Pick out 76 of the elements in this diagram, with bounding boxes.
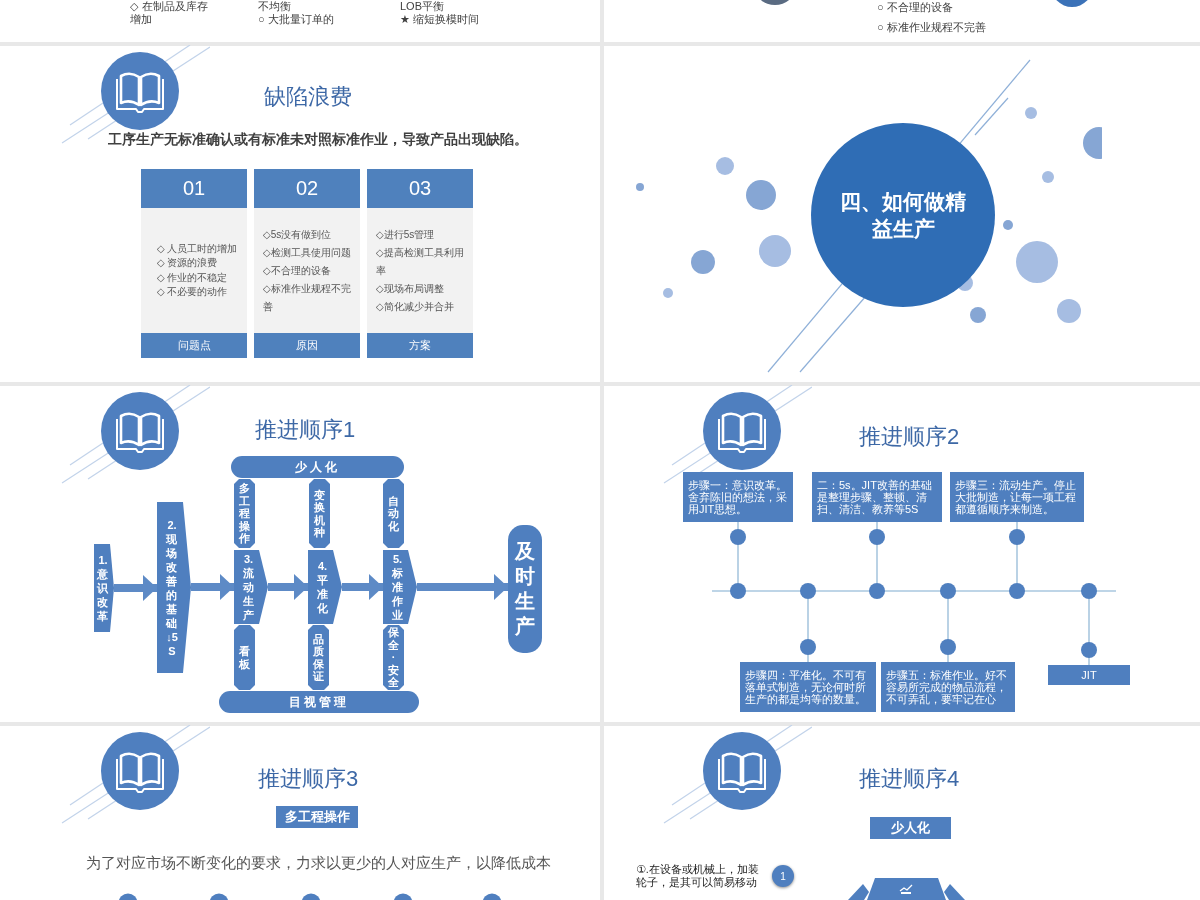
slide-panel — [604, 726, 1200, 900]
list-item: ◇标准作业规程不完善 — [263, 281, 352, 314]
list-item: ◇5s没有做到位 — [263, 227, 333, 242]
slide-panel — [604, 386, 1200, 722]
card-header: 03 — [367, 169, 473, 208]
body-text: ○ 不合理的设备 — [877, 1, 953, 14]
step-card: 步骤四：平准化。不可有落单式制造，无论何时所生产的都是均等的数量。 — [740, 662, 876, 712]
section-tag: 少人化 — [870, 817, 951, 839]
subtitle-text: 工序生产无标准确认或有标准未对照标准作业，导致产品出现缺陷。 — [108, 131, 528, 149]
list-item: ◇检测工具使用问题 — [263, 245, 352, 260]
arrow-shape: 4.平准化 — [308, 550, 342, 624]
step-card: 二：5s。JIT改善的基础是整理步骤、整顿、清扫、清洁、教养等5S — [812, 472, 942, 522]
list-item: ◇现场布局调整 — [376, 281, 445, 296]
connector-line — [940, 598, 956, 663]
arrow — [114, 575, 157, 601]
slide-title: 缺陷浪费 — [264, 83, 352, 111]
step-card: 步骤三：流动生产。停止大批制造，让每一项工程都遵循顺序来制造。 — [950, 472, 1084, 522]
step-card: 步骤五：标准作业。好不容易所完成的物品流程，不可弄乱，要牢记在心 — [881, 662, 1015, 712]
card-header: 02 — [254, 169, 360, 208]
banner-bar: 目视管理 — [219, 691, 419, 713]
body-text: ○ 标准作业规程不完善 — [877, 21, 986, 34]
card-footer: 问题点 — [141, 333, 247, 358]
list-item: ◇进行5s管理 — [376, 227, 436, 242]
tab-shape: 多工程操作 — [234, 479, 255, 548]
tab-shape: 看板 — [234, 625, 255, 690]
arrow — [417, 574, 508, 600]
slide-panel — [0, 726, 600, 900]
list-item: ◇ 作业的不稳定 — [157, 270, 229, 285]
list-item: ◇ 资源的浪费 — [157, 256, 219, 270]
slide-panel — [0, 386, 600, 722]
step-card: 步骤一：意识改革。舍弃陈旧的想法，采用JIT思想。 — [683, 472, 793, 522]
card-footer: 方案 — [367, 333, 473, 358]
connector-line — [800, 598, 816, 663]
slide-title: 推进顺序2 — [858, 423, 960, 451]
body-text: ○ 大批量订单的 — [258, 13, 334, 26]
note-text: ①.在设备或机械上，加装轮子，是其可以简易移动 — [636, 863, 760, 889]
body-text: 不均衡 — [258, 0, 291, 13]
slide-title: 推进顺序4 — [858, 765, 960, 793]
tab-shape: 变换机种 — [309, 479, 330, 548]
body-text: LOB平衡 — [400, 0, 444, 13]
body-text: ◇ 在制品及库存增加 — [130, 0, 209, 26]
list-item: ◇ 人员工时的增加 — [157, 241, 239, 256]
info-card — [367, 169, 473, 358]
arrow — [342, 574, 383, 600]
arrow-shape: 5.标准作业 — [383, 550, 417, 624]
arrow — [268, 574, 308, 600]
tab-shape: 品质保证 — [308, 625, 329, 690]
tab-shape: 自动化 — [383, 479, 404, 548]
slide-title: 推进顺序3 — [257, 765, 359, 793]
list-item: ◇提高检测工具利用率 — [376, 245, 465, 278]
number-circle: 1 — [772, 865, 794, 887]
card-header: 01 — [141, 169, 247, 208]
body-text: ★ 缩短换模时间 — [400, 13, 479, 26]
connector-line — [869, 521, 885, 584]
step-card: JIT — [1048, 665, 1130, 685]
section-tag: 多工程操作 — [276, 806, 358, 828]
info-card — [254, 169, 360, 358]
timeline-axis — [712, 583, 1116, 599]
list-item: ◇ 不必要的动作 — [157, 285, 229, 299]
arrow-shape: 3.流动生产 — [234, 550, 268, 624]
connector-line — [730, 521, 746, 584]
connector-line — [1081, 598, 1097, 666]
arrow-shape: 2.现场改善的基础↓5S — [157, 502, 191, 673]
arrow-shape: 1.意识改革 — [94, 544, 114, 632]
tab-shape: 保全·安全 — [383, 625, 404, 690]
banner-bar: 少人化 — [231, 456, 404, 478]
info-card — [141, 169, 247, 358]
slide-title: 推进顺序1 — [254, 416, 356, 444]
connector-line — [1009, 521, 1025, 584]
list-item: ◇简化减少并合并 — [376, 299, 455, 314]
subtitle-text: 为了对应市场不断变化的要求，力求以更少的人对应生产，以降低成本 — [85, 853, 551, 873]
goal-panel: 及时生产 — [508, 525, 542, 653]
card-footer: 原因 — [254, 333, 360, 358]
list-item: ◇不合理的设备 — [263, 263, 332, 278]
slide-panel — [0, 46, 600, 382]
arrow — [191, 574, 234, 600]
